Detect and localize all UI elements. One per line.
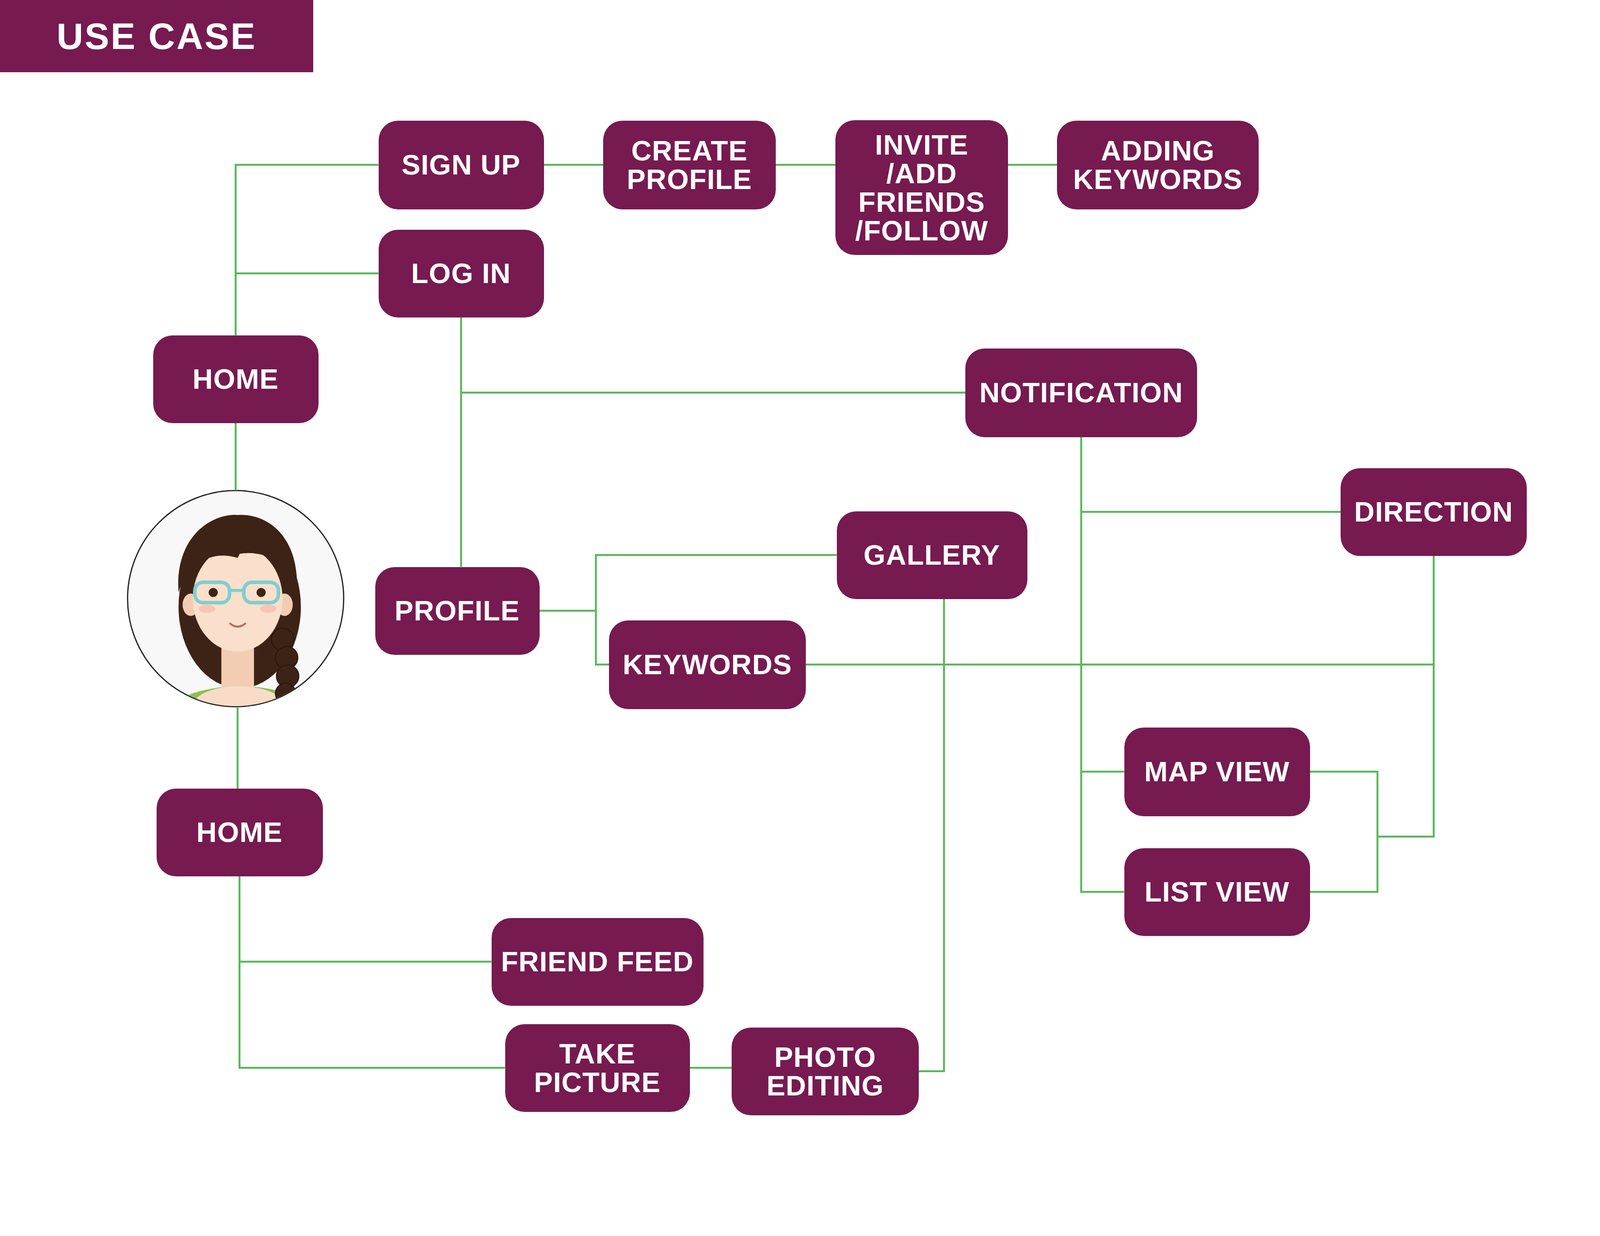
connector-line [775,164,836,166]
connector-line [235,164,379,336]
connector-path [544,163,604,166]
box-label: PROFILE [394,596,520,625]
connector-line [461,317,966,394]
connector-path [775,163,836,166]
process-box: INVITE /ADD FRIENDS /FOLLOW [835,120,1008,256]
process-box: PHOTO EDITING [731,1027,919,1116]
connector-path [1081,437,1125,773]
connector-line [235,273,379,336]
connector-path [1310,556,1435,838]
connector-line [239,876,492,963]
connector-line [539,610,610,665]
process-box: CREATE PROFILE [603,120,776,210]
box-label: SIGN UP [401,150,521,179]
box-label: GALLERY [863,540,1001,570]
connector-line [239,876,506,1069]
connector-line [1008,164,1057,166]
connector-path [918,599,944,1072]
box-label: LOG IN [411,258,512,288]
process-box: ADDING KEYWORDS [1056,120,1259,210]
box-label: LIST VIEW [1144,877,1290,907]
box-label: HOME [196,817,283,847]
process-box: HOME [153,335,319,424]
box-label: CREATE PROFILE [616,136,763,194]
box-label: HOME [192,364,279,394]
box-label: PHOTO EDITING [745,1042,906,1101]
box-label: KEYWORDS [622,650,793,679]
connector-path [539,610,610,665]
title-band: USE CASE [0,0,314,73]
process-box: LOG IN [378,229,544,318]
connector-line [1310,556,1435,893]
process-box: FRIEND FEED [491,918,704,1007]
process-box: HOME [156,788,323,877]
connector-line [918,599,944,1072]
connector-path [805,664,1434,837]
connector-path [1008,163,1057,166]
connector-line [805,664,1434,893]
process-box: DIRECTION [1340,468,1527,557]
connector-line [539,555,837,611]
connector-line [1081,437,1341,513]
connector-line [689,1068,733,1069]
box-label: TAKE PICTURE [524,1039,671,1097]
connector-path [1081,437,1341,513]
connector-line [805,664,1434,837]
box-label: DIRECTION [1354,497,1514,527]
process-box: MAP VIEW [1124,727,1311,817]
process-box: TAKE PICTURE [505,1024,690,1113]
diagram-title: USE CASE [56,15,257,58]
connector-path [461,317,966,394]
process-box: PROFILE [375,567,540,656]
connector-path [239,876,506,1069]
connector-line [544,164,604,166]
process-box: LIST VIEW [1124,848,1311,937]
process-box: NOTIFICATION [965,348,1198,438]
connector-path [689,1067,733,1070]
connector-path [239,876,492,963]
avatar-link [236,707,239,789]
connector-path [235,164,379,336]
user-avatar [126,489,345,708]
connector-path [539,555,837,611]
box-label: INVITE /ADD FRIENDS /FOLLOW [848,130,995,246]
box-label: MAP VIEW [1144,757,1290,786]
avatar-link [234,423,237,490]
connector-path [235,273,379,336]
process-box: GALLERY [836,511,1028,600]
connector-line [1310,556,1435,838]
box-label: FRIEND FEED [500,947,694,976]
box-label: NOTIFICATION [979,378,1184,407]
box-label: ADDING KEYWORDS [1070,136,1246,194]
process-box: KEYWORDS [608,620,806,710]
connector-path [1310,556,1435,893]
process-box: SIGN UP [378,120,544,210]
connector-line [1081,437,1125,773]
connector-path [805,664,1434,893]
